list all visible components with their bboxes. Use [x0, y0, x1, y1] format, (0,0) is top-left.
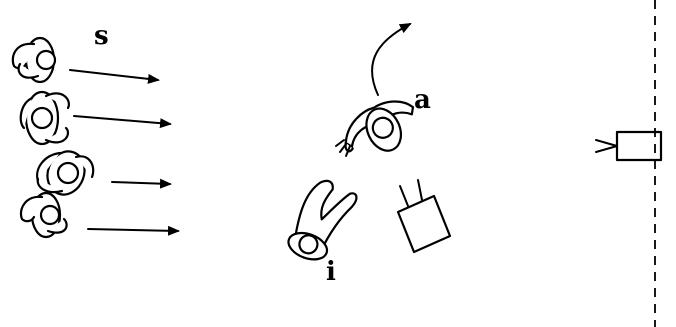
person-figure: [11, 36, 57, 84]
person-figure: [344, 100, 415, 153]
person-figure: [19, 191, 68, 239]
motion-arrow: [69, 69, 160, 84]
motion-arrow: [87, 225, 180, 236]
agent-a: a: [335, 23, 431, 157]
motion-arrow: [73, 115, 172, 129]
label-i: i: [326, 257, 336, 287]
spray-icon: [335, 139, 351, 157]
individual-i: i: [287, 179, 358, 287]
motion-arrow: [111, 178, 172, 189]
label-a: a: [414, 85, 431, 115]
bag-icon: [396, 179, 452, 254]
person-figure: [287, 179, 358, 261]
person-figure: [19, 90, 70, 146]
person-figure: [36, 150, 95, 196]
label-s: s: [94, 21, 109, 51]
camera-icon: [595, 130, 663, 162]
curved-path-arrow: [371, 23, 412, 96]
group-s: s: [11, 21, 180, 239]
